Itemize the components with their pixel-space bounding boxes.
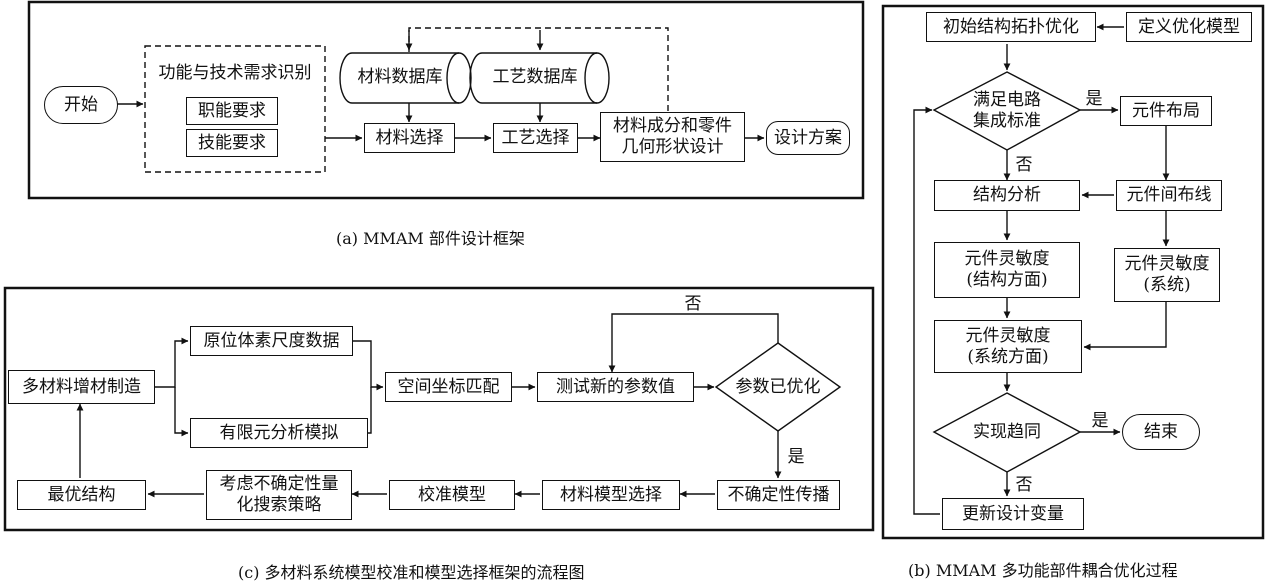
update-variables-box: 更新设计变量 [942,498,1084,530]
tech-requirement-box: 技能要求 [186,129,278,157]
sensitivity-system-aspect-line1: 元件灵敏度 [965,325,1051,346]
test-parameter-box: 测试新的参数值 [537,372,694,402]
calibration-model-box: 校准模型 [389,480,515,510]
sensitivity-system-aspect-box: 元件灵敏度 (系统方面) [934,320,1082,373]
structure-analysis-box: 结构分析 [934,180,1080,211]
requirements-dashed-box [144,45,326,173]
initial-topology-box: 初始结构拓扑优化 [926,12,1096,42]
caption-b: (b) MMAM 多功能部件耦合优化过程 [908,561,1178,580]
converge-yes-label: 是 [1091,410,1109,431]
caption-a: (a) MMAM 部件设计框架 [336,229,525,248]
criteria-yes-label: 是 [1085,88,1103,109]
process-database-label: 工艺数据库 [492,66,578,87]
criteria-diamond-text: 满足电路 集成标准 [944,90,1070,132]
optimal-structure-box: 最优结构 [17,480,146,510]
search-strategy-line2: 化搜索策略 [236,495,322,515]
sensitivity-system-line1: 元件灵敏度 [1124,254,1210,274]
requirements-identify-label: 功能与技术需求识别 [158,62,312,83]
caption-c: (c) 多材料系统模型校准和模型选择框架的流程图 [238,563,585,582]
define-model-box: 定义优化模型 [1126,12,1252,42]
criteria-line1: 满足电路 [973,90,1041,110]
material-database-label: 材料数据库 [357,66,443,87]
optimized-no-label: 否 [684,293,702,314]
panel-b-frame [881,4,1265,540]
function-requirement-box: 职能要求 [186,97,278,125]
sensitivity-system-box: 元件灵敏度 (系统) [1114,248,1220,302]
converge-diamond-text: 实现趋同 [973,421,1041,442]
voxel-data-box: 原位体素尺度数据 [190,326,353,356]
uncertainty-propagation-box: 不确定性传播 [717,480,840,510]
composition-geometry-line1: 材料成分和零件 [613,116,732,136]
component-layout-box: 元件布局 [1120,96,1212,126]
sensitivity-system-aspect-line2: (系统方面) [967,346,1049,367]
sensitivity-system-line2: (系统) [1143,275,1191,295]
converge-no-label: 否 [1015,474,1033,495]
process-selection-box: 工艺选择 [493,123,578,153]
design-plan-node: 设计方案 [766,121,850,155]
sensitivity-structure-line1: 元件灵敏度 [964,249,1050,269]
component-wiring-box: 元件间布线 [1116,180,1222,211]
fea-simulation-box: 有限元分析模拟 [190,418,368,448]
sensitivity-structure-box: 元件灵敏度 (结构方面) [934,242,1080,298]
composition-geometry-design-box: 材料成分和零件 几何形状设计 [600,112,745,162]
material-selection-box: 材料选择 [364,123,455,153]
multi-material-am-box: 多材料增材制造 [8,370,155,404]
optimized-diamond-text: 参数已优化 [735,376,821,397]
start-node: 开始 [44,86,118,124]
criteria-no-label: 否 [1015,154,1033,175]
search-strategy-box: 考虑不确定性量 化搜索策略 [206,470,352,520]
sensitivity-structure-line2: (结构方面) [966,270,1048,290]
optimized-yes-label: 是 [787,446,805,467]
end-node: 结束 [1122,414,1200,450]
material-model-selection-box: 材料模型选择 [542,480,680,510]
panel-a-frame [27,0,865,200]
composition-geometry-line2: 几何形状设计 [621,137,724,157]
criteria-line2: 集成标准 [973,111,1041,131]
search-strategy-line1: 考虑不确定性量 [219,474,339,494]
spatial-matching-box: 空间坐标匹配 [385,372,512,402]
panel-c-frame [3,286,875,532]
